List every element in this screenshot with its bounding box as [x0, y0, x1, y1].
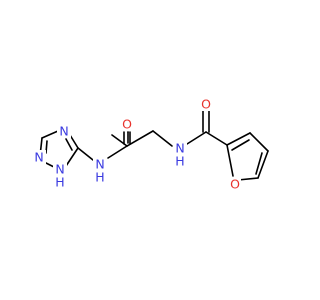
atom-h-triazole-nh: H	[55, 175, 64, 190]
bond-n-right-to-ch2	[152, 130, 173, 147]
bond-furan-c5-o	[237, 177, 259, 181]
bond-triazole-c5-n4	[69, 134, 79, 149]
bond-furan-c3-c4	[249, 132, 269, 152]
atom-n-triazole-nh: N	[55, 162, 64, 177]
bond-triazole-c5-n4-inner	[65, 138, 73, 151]
bond-ch2-to-ch2	[126, 130, 154, 147]
bond-layer	[39, 110, 269, 181]
bond-carbonyl-right-c-to-furan-c2	[205, 131, 228, 146]
bond-furan-c2-c3-inner	[231, 139, 250, 151]
bond-furan-o-c2	[226, 144, 234, 177]
atom-n-triazole-left: N	[34, 150, 43, 165]
bond-n-left-to-triazole-c	[77, 147, 94, 161]
atom-layer: O N H O O N H N N N H	[32, 97, 241, 192]
bond-triazole-n1-c5	[65, 147, 79, 167]
bond-furan-c4-c5-inner	[255, 152, 263, 175]
bond-carbonyl-right-c-to-n	[186, 131, 207, 145]
atom-o-amide-right: O	[201, 97, 211, 112]
atom-n-amide-left: N	[95, 157, 104, 172]
atom-h-amide-left: H	[95, 170, 104, 185]
bond-triazole-n4-c3	[41, 130, 59, 139]
atom-o-amide-left: O	[122, 117, 132, 132]
bond-furan-c2-c3	[226, 132, 251, 146]
atom-n-triazole-top: N	[59, 124, 68, 139]
bond-triazole-c3-n2-inner	[45, 140, 48, 154]
atom-o-furan: O	[230, 177, 240, 192]
molecule-structure: O N H O O N H N N N H	[32, 96, 269, 192]
bond-furan-c4-c5	[257, 150, 269, 179]
bond-carbonyl-left-c-to-n	[107, 145, 128, 159]
atom-h-amide-right: H	[175, 154, 184, 169]
atom-n-amide-right: N	[175, 141, 184, 156]
